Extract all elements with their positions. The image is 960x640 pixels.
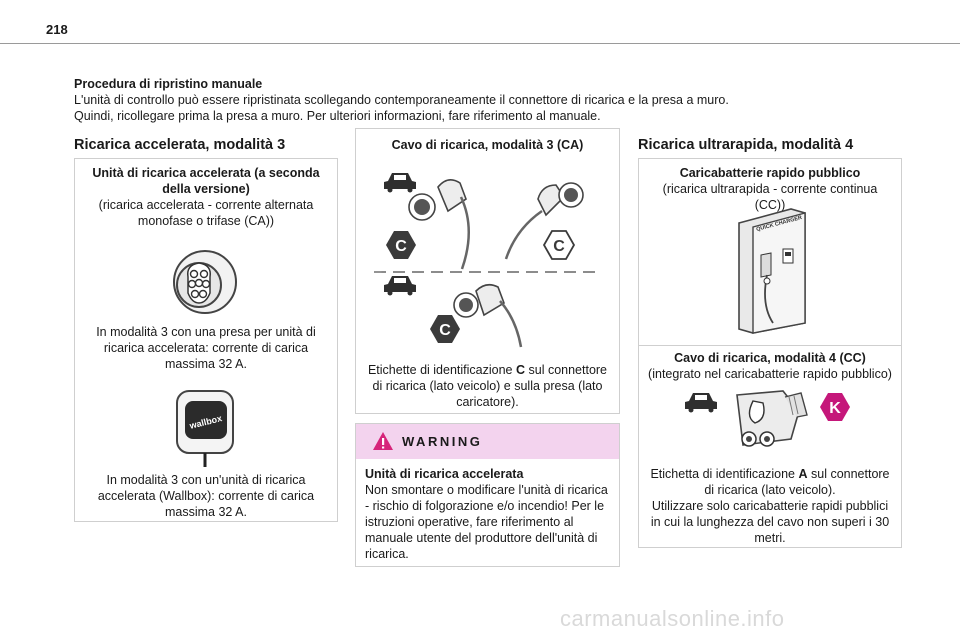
wallbox-illustration: wallbox bbox=[176, 390, 234, 467]
page-number: 218 bbox=[46, 22, 68, 37]
intro-block: Procedura di ripristino manuale L'unità … bbox=[74, 76, 874, 124]
badge-k-icon: K bbox=[820, 393, 850, 421]
warning-box: WARNING Unità di ricarica accelerata Non… bbox=[355, 423, 620, 567]
mode3-cable-heading: Cavo di ricarica, modalità 3 (CA) bbox=[391, 138, 584, 152]
warning-label: WARNING bbox=[402, 434, 483, 449]
svg-text:K: K bbox=[829, 400, 841, 417]
warning-body: Unità di ricarica accelerata Non smontar… bbox=[365, 466, 611, 562]
socket-caption: In modalità 3 con una presa per unità di… bbox=[96, 325, 316, 371]
mode3-cable-box: Cavo di ricarica, modalità 3 (CA) C C bbox=[355, 128, 620, 414]
quick-charger-illustration: QUICK CHARGER bbox=[738, 208, 806, 334]
intro-line-1: L'unità di controllo può essere ripristi… bbox=[74, 93, 729, 107]
intro-line-2: Quindi, ricollegare prima la presa a mur… bbox=[74, 109, 601, 123]
warning-text: Non smontare o modificare l'unità di ric… bbox=[365, 483, 608, 561]
mode4-caption: Etichetta di identificazione A sul conne… bbox=[650, 467, 890, 545]
footer-watermark: carmanualsonline.info bbox=[560, 606, 785, 631]
section-title-mode4: Ricarica ultrarapida, modalità 4 bbox=[638, 137, 854, 153]
wall-socket-illustration bbox=[173, 250, 237, 314]
intro-heading: Procedura di ripristino manuale bbox=[74, 77, 263, 91]
badge-c-filled-icon: C bbox=[386, 231, 416, 259]
svg-text:C: C bbox=[395, 238, 407, 255]
car-icon bbox=[384, 173, 416, 193]
car-icon-2 bbox=[384, 276, 416, 296]
accelerated-unit-heading: Unità di ricarica accelerata (a seconda … bbox=[92, 166, 320, 228]
badge-c-lower-icon: C bbox=[430, 315, 460, 343]
badge-c-outline-icon: C bbox=[542, 230, 576, 260]
fast-charger-divider bbox=[639, 345, 901, 346]
svg-text:C: C bbox=[553, 238, 565, 255]
warning-header: WARNING bbox=[356, 424, 619, 459]
wallbox-caption: In modalità 3 con un'unità di ricarica a… bbox=[97, 473, 315, 519]
svg-text:C: C bbox=[439, 322, 451, 339]
section-title-mode3: Ricarica accelerata, modalità 3 bbox=[74, 137, 286, 153]
fast-charger-heading: Caricabatterie rapido pubblico (ricarica… bbox=[662, 166, 878, 212]
mode3-cable-illustration: C C C bbox=[374, 173, 598, 348]
mode3-caption: Etichette di identificazione C sul conne… bbox=[367, 363, 608, 409]
warning-triangle-icon bbox=[373, 432, 393, 450]
fast-charger-box: Caricabatterie rapido pubblico (ricarica… bbox=[638, 158, 902, 548]
car-icon-3 bbox=[685, 393, 717, 413]
mode4-cable-illustration: K bbox=[685, 390, 850, 447]
header-rule bbox=[0, 43, 960, 44]
warning-title: Unità di ricarica accelerata bbox=[365, 467, 524, 481]
mode4-cable-heading: Cavo di ricarica, modalità 4 (CC) (integ… bbox=[648, 351, 892, 381]
accelerated-unit-box: Unità di ricarica accelerata (a seconda … bbox=[74, 158, 338, 522]
